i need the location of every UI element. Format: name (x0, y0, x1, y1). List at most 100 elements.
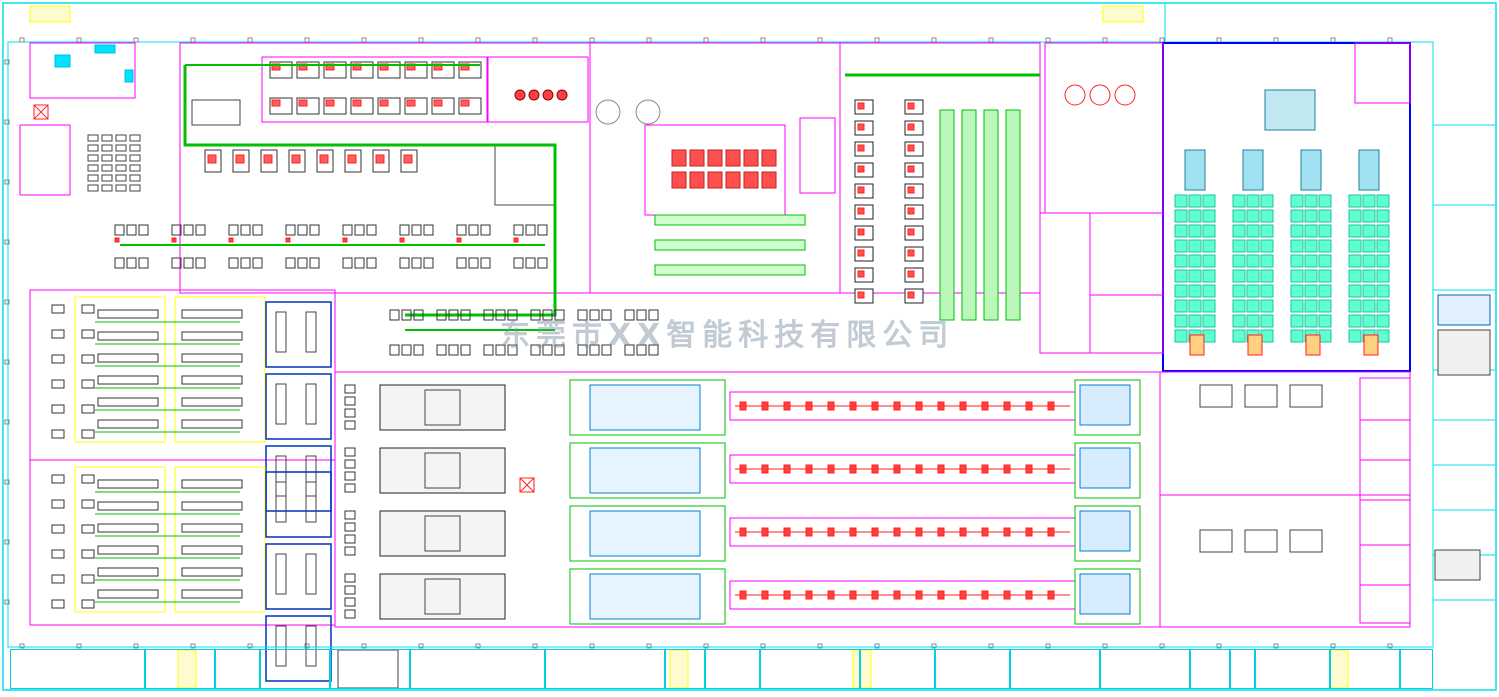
robot-cell (589, 447, 701, 494)
workstation-marker (171, 237, 177, 243)
line-station (761, 464, 769, 474)
workstation-marker (228, 237, 234, 243)
workstation (460, 309, 471, 321)
press-unit (542, 89, 554, 101)
packing-station (1289, 384, 1323, 408)
desk-unit (115, 174, 127, 182)
cell-unit (743, 149, 759, 167)
side-rack (51, 499, 65, 509)
assembly-status (347, 154, 357, 164)
blue-cell-station (275, 553, 287, 595)
workstation (460, 344, 471, 356)
cell-unit (743, 171, 759, 189)
column-marker (817, 643, 823, 649)
workstation-marker (513, 237, 519, 243)
blue-cell-station (305, 455, 317, 497)
assembly-status (375, 154, 385, 164)
assembly-status (291, 154, 301, 164)
line-station (783, 590, 791, 600)
workstation (577, 309, 588, 321)
workstation (495, 309, 506, 321)
office-desk (94, 44, 116, 54)
rack-cell (1362, 254, 1376, 268)
column-marker (532, 37, 538, 43)
line-station (959, 527, 967, 537)
vertical-status (907, 249, 915, 257)
vertical-status (907, 123, 915, 131)
workstation (542, 309, 553, 321)
side-rack (81, 304, 95, 314)
rack-cell (1362, 299, 1376, 313)
vertical-conveyor (983, 109, 999, 321)
transfer-turntable (1114, 84, 1136, 106)
office-room-left (19, 124, 71, 196)
equipment-panel (1437, 329, 1491, 376)
press-unit (528, 89, 540, 101)
vertical-status (857, 228, 865, 236)
column-marker (247, 643, 253, 649)
column-marker (1387, 643, 1393, 649)
line-frame (569, 379, 726, 436)
column-marker (1102, 643, 1108, 649)
stacker-crane (1184, 149, 1206, 191)
desk-unit (101, 164, 113, 172)
workstation (389, 344, 400, 356)
equipment-panel (1437, 294, 1491, 326)
line-station (871, 527, 879, 537)
line-station (849, 464, 857, 474)
column-marker (4, 359, 10, 365)
bottom-room (215, 649, 260, 689)
vertical-status (857, 165, 865, 173)
column-marker (190, 643, 196, 649)
side-rack (51, 474, 65, 484)
bottom-room (10, 649, 145, 689)
roller-line (654, 214, 806, 226)
column-marker (4, 599, 10, 605)
rack-cell (1246, 194, 1260, 208)
column-marker (1159, 37, 1165, 43)
side-rack (344, 573, 356, 583)
assembly-status (403, 154, 413, 164)
desk-unit (129, 174, 141, 182)
packing-station (1289, 529, 1323, 553)
blue-cell-frame (265, 543, 332, 610)
line-station (871, 464, 879, 474)
workstation (114, 257, 125, 269)
shelf-row (97, 479, 159, 489)
shelf-frame (174, 466, 266, 613)
shelf-row (181, 419, 243, 429)
shelf-row (181, 567, 243, 577)
workstation (138, 224, 149, 236)
shelf-row (181, 375, 243, 385)
workstation (309, 224, 320, 236)
workstation (554, 344, 565, 356)
side-rack (81, 574, 95, 584)
workstation (636, 309, 647, 321)
workstation (530, 309, 541, 321)
assembly-status (263, 154, 273, 164)
column-marker (1273, 37, 1279, 43)
line-frame (569, 505, 726, 562)
machine-status (298, 99, 308, 107)
rack-cell (1376, 209, 1390, 223)
rack-cell (1290, 254, 1304, 268)
workstation (354, 257, 365, 269)
rack-cell (1362, 269, 1376, 283)
line-station (981, 401, 989, 411)
workstation (456, 224, 467, 236)
line-station (1047, 590, 1055, 600)
rack-cell (1174, 224, 1188, 238)
rack-cell (1188, 209, 1202, 223)
bottom-room (665, 649, 705, 689)
cell-unit (761, 171, 777, 189)
vertical-status (857, 123, 865, 131)
bottom-room (1190, 649, 1230, 689)
rack-cell (1260, 314, 1274, 328)
desk-unit (101, 174, 113, 182)
line-station (805, 590, 813, 600)
storage-box (494, 144, 556, 206)
vertical-status (857, 249, 865, 257)
line-station (893, 527, 901, 537)
